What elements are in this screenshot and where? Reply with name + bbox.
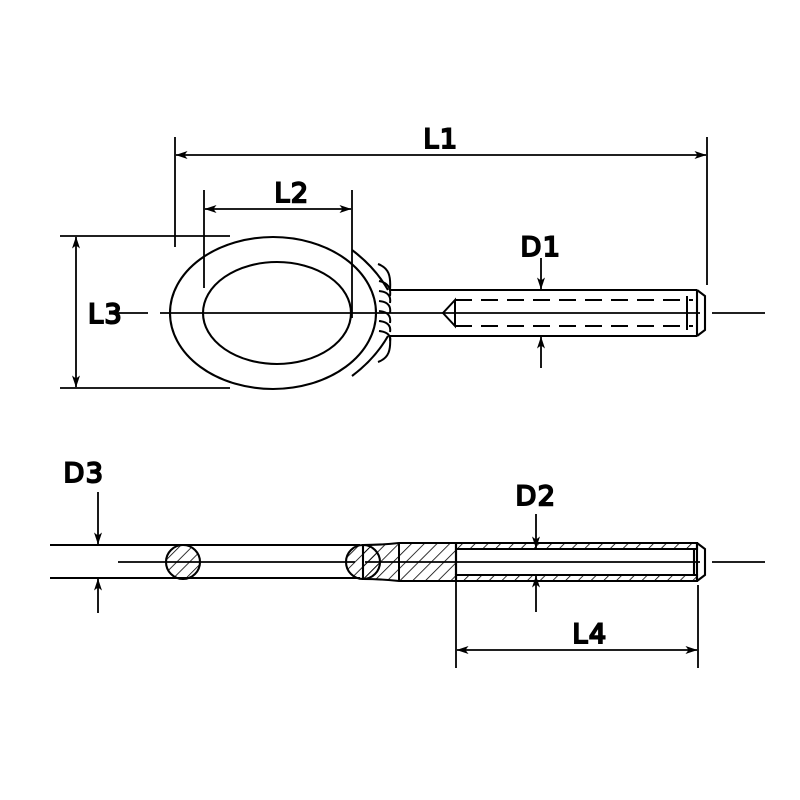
eye-rod-side-profile [50, 543, 360, 580]
shank-outer-body [389, 288, 707, 338]
weld-bead-symbol [377, 263, 392, 363]
dimension-label-L4: L4 [572, 619, 607, 650]
dimension-label-D3: D3 [64, 458, 105, 489]
dimension-L2 [203, 190, 353, 318]
dimension-L3 [60, 235, 230, 389]
bore-conical-entry [441, 297, 456, 329]
bottom-view-group [50, 541, 765, 583]
bore-cavity-outline [454, 547, 696, 577]
shank-hidden-bore [455, 299, 693, 327]
eye-inner-hole [201, 260, 353, 366]
dimension-label-L3: L3 [88, 299, 123, 330]
eye-outer-oval [168, 235, 378, 391]
eye-rod-section-near [164, 543, 202, 581]
top-view-group [112, 235, 765, 391]
dimension-label-L2: L2 [274, 178, 309, 209]
dimension-L1 [174, 137, 708, 285]
dimension-label-L1: L1 [423, 124, 458, 155]
dimension-label-D1: D1 [521, 232, 562, 263]
dimension-label-D2: D2 [516, 481, 557, 512]
eye-to-shank-taper [351, 249, 389, 377]
dimension-L4 [455, 581, 699, 668]
